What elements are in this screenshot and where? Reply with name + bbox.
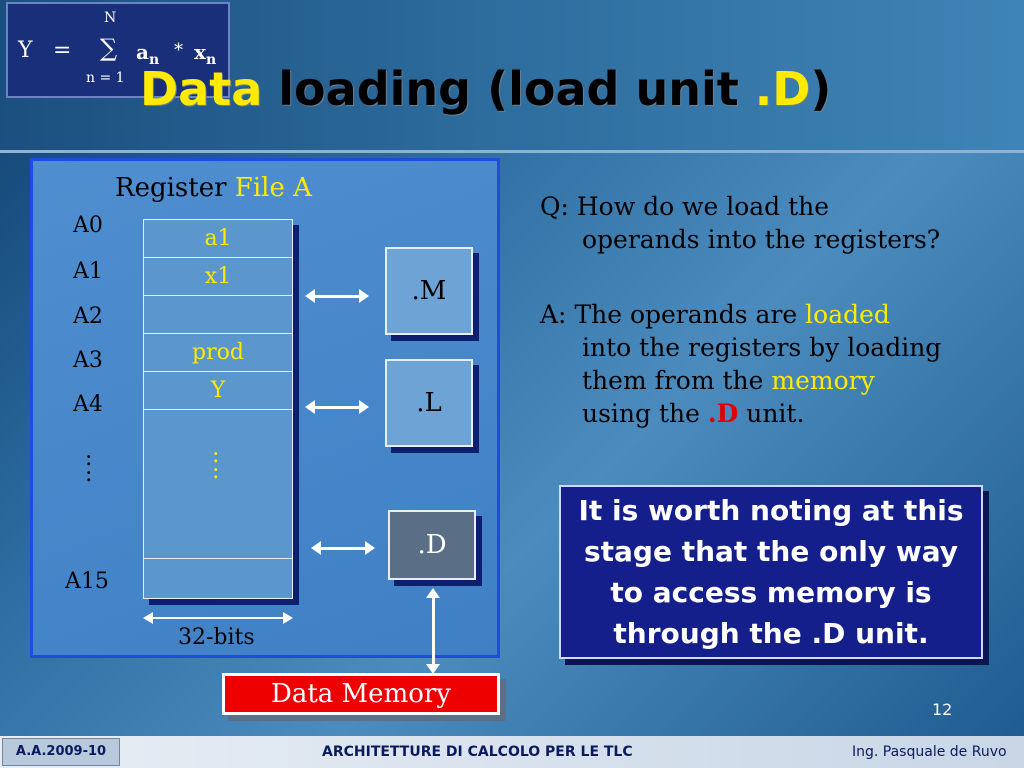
register-cell-a4: Y	[144, 372, 292, 410]
register-label-a15: A15	[65, 569, 109, 594]
answer-line4: using the .D unit.	[540, 397, 1010, 430]
unit-d: .D	[388, 510, 476, 580]
answer-text: A: The operands are loaded into the regi…	[540, 298, 1010, 430]
answer-l4c: unit.	[738, 399, 805, 428]
formula-term-a: an	[136, 40, 159, 68]
register-cell-a3: prod	[144, 334, 292, 372]
unit-l-label: .L	[416, 388, 442, 418]
formula-sum-upper: N	[104, 10, 117, 26]
left-dot-1: :	[85, 446, 93, 471]
register-cell-a15-divider	[144, 558, 292, 559]
unit-m: .M	[385, 247, 473, 335]
title-part2: loading (load unit	[262, 62, 755, 116]
unit-l: .L	[385, 359, 473, 447]
footer-year: A.A.2009-10	[2, 738, 120, 766]
answer-l1a: The operands are	[574, 300, 806, 329]
bits-width-label: 32-bits	[178, 625, 255, 650]
formula-sum-lower: n = 1	[86, 70, 125, 86]
answer-memory: memory	[771, 366, 875, 395]
formula-x: x	[194, 40, 206, 64]
formula-a: a	[136, 40, 149, 64]
answer-loaded: loaded	[805, 300, 890, 329]
arrow-d-to-memory	[426, 588, 440, 674]
question-prefix: Q:	[540, 192, 569, 221]
slide-title: Data loading (load unit .D)	[140, 62, 1000, 116]
arrow-to-m-unit	[305, 289, 369, 303]
arrow-to-l-unit	[305, 400, 369, 414]
register-cell-a2	[144, 296, 292, 334]
footer-course: ARCHITETTURE DI CALCOLO PER LE TLC	[322, 744, 633, 760]
footer-author: Ing. Pasquale de Ruvo	[852, 744, 1007, 760]
question-line1: How do we load the	[576, 192, 830, 221]
question-text: Q: How do we load the operands into the …	[540, 190, 1010, 256]
unit-d-label: .D	[417, 530, 447, 560]
register-cell-a1: x1	[144, 258, 292, 296]
data-memory-box: Data Memory	[222, 673, 500, 715]
unit-m-label: .M	[411, 276, 447, 306]
register-label-a0: A0	[73, 213, 103, 238]
title-part1: Data	[140, 62, 263, 116]
inner-dot-1: :	[212, 443, 220, 468]
title-part4: )	[810, 62, 832, 116]
bits-width-arrow	[143, 612, 293, 624]
answer-line2: into the registers by loading	[582, 333, 942, 362]
formula-equals: =	[53, 38, 72, 63]
formula-times: *	[174, 40, 183, 61]
title-part3: .D	[754, 62, 811, 116]
register-file-panel: Register File A A0 A1 A2 A3 A4 : : A15 a…	[30, 158, 500, 658]
answer-l3a: them from the	[582, 366, 772, 395]
register-cell-a0: a1	[144, 220, 292, 258]
inner-dot-2: :	[212, 459, 220, 484]
answer-l4a: using the	[582, 399, 708, 428]
question-line2: operands into the registers?	[582, 225, 941, 254]
register-file-title: Register File A	[115, 173, 312, 203]
note-box: It is worth noting at this stage that th…	[559, 485, 983, 659]
answer-d-unit: .D	[707, 399, 739, 428]
left-dot-2: :	[85, 462, 93, 487]
register-cell-ellipsis: : :	[212, 443, 220, 484]
answer-prefix: A:	[540, 300, 567, 329]
register-label-a3: A3	[73, 348, 103, 373]
formula-x-sub: n	[205, 52, 217, 68]
formula-sigma: ∑	[100, 34, 118, 62]
register-label-a4: A4	[73, 392, 103, 417]
arrow-to-d-unit	[311, 541, 375, 555]
formula-box: Y = N ∑ n = 1 an * xn	[6, 2, 230, 98]
formula-lhs: Y	[18, 38, 33, 63]
register-labels-ellipsis: : :	[85, 446, 93, 487]
register-label-a1: A1	[73, 259, 103, 284]
register-file-title-highlight: File A	[234, 173, 312, 203]
register-table: a1 x1 prod Y : :	[143, 219, 293, 599]
footer: A.A.2009-10 ARCHITETTURE DI CALCOLO PER …	[0, 736, 1024, 768]
register-label-a2: A2	[73, 304, 103, 329]
note-text: It is worth noting at this stage that th…	[578, 494, 964, 650]
page-number: 12	[932, 700, 953, 719]
register-file-title-prefix: Register	[115, 173, 235, 203]
formula-a-sub: n	[148, 52, 160, 68]
formula-term-x: xn	[194, 40, 216, 68]
answer-line3: them from the memory	[540, 364, 1010, 397]
